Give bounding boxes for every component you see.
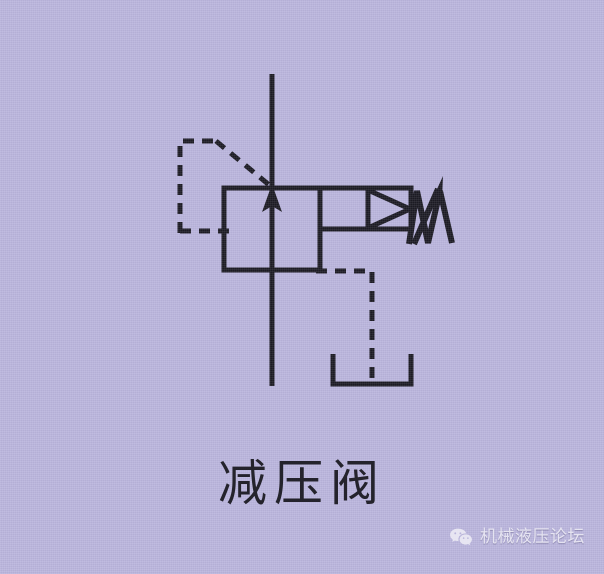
reservoir-tank-symbol bbox=[330, 354, 414, 387]
wechat-logo-icon bbox=[450, 528, 472, 546]
page-title: 减压阀 bbox=[217, 455, 386, 512]
watermark: 机械液压论坛 bbox=[449, 527, 585, 547]
pilot-line-left-dashed bbox=[177, 138, 276, 234]
adjustment-arrow bbox=[411, 176, 443, 246]
flow-arrow bbox=[262, 184, 282, 242]
restrictor-triangle bbox=[365, 187, 417, 231]
drain-line-dashed bbox=[316, 268, 375, 386]
symbol-strokes bbox=[177, 74, 455, 387]
watermark-label: 机械液压论坛 bbox=[480, 527, 585, 547]
adjustable-spring bbox=[406, 190, 455, 245]
